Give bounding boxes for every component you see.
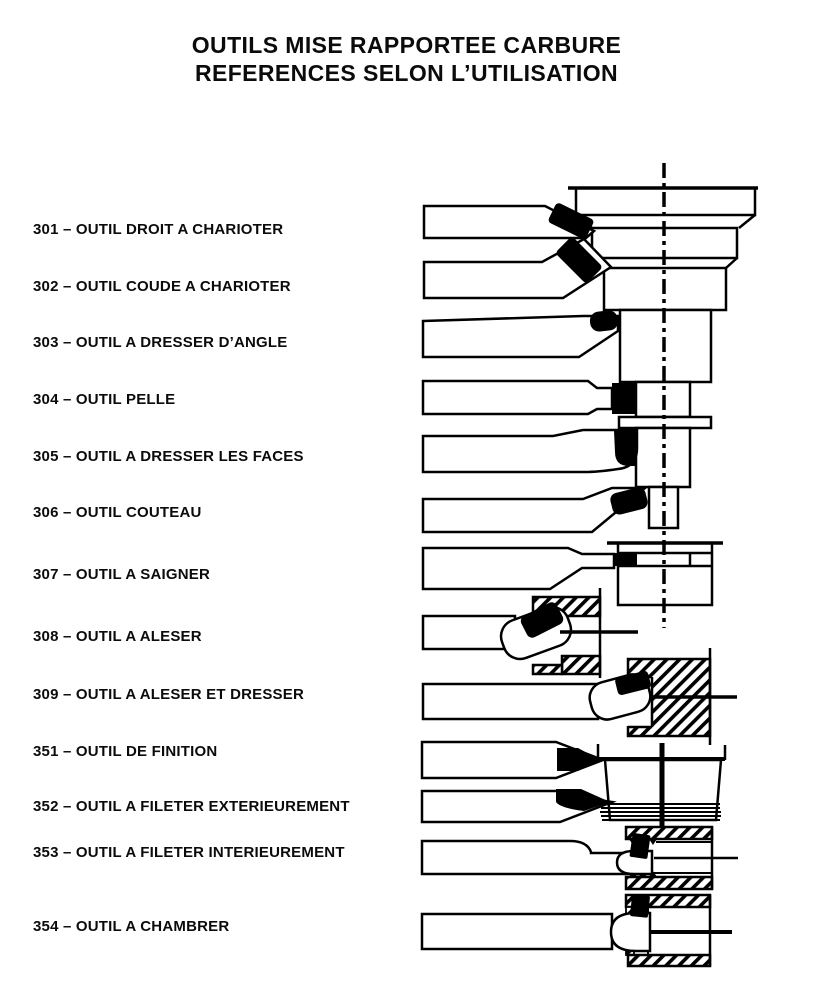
tool-label-305: 305 – OUTIL A DRESSER LES FACES [33, 448, 304, 465]
drawing-tool-303-dresser-angle [421, 310, 620, 359]
drawing-tool-304-pelle [421, 379, 636, 416]
drawing-tool-307-saigner [421, 546, 637, 591]
tool-label-353: 353 – OUTIL A FILETER INTERIEUREMENT [33, 844, 345, 861]
page-title-line1: OUTILS MISE RAPPORTEE CARBURE [191, 32, 622, 58]
tool-label-301: 301 – OUTIL DROIT A CHARIOTER [33, 221, 284, 238]
drawing-tool-305-dresser-faces [421, 428, 639, 474]
drawing-tool-352-fileter-ext [420, 789, 617, 824]
tool-label-303: 303 – OUTIL A DRESSER D’ANGLE [33, 334, 288, 351]
tool-label-304: 304 – OUTIL PELLE [33, 391, 176, 408]
tool-label-351: 351 – OUTIL DE FINITION [33, 743, 218, 760]
drawing-tool-302-coude-a-charioter [422, 237, 613, 300]
page-title: OUTILS MISE RAPPORTEE CARBURE REFERENCES… [0, 31, 813, 87]
tool-label-306: 306 – OUTIL COUTEAU [33, 504, 202, 521]
drawing-tool-308-aleser [421, 588, 638, 678]
page-title-line2: REFERENCES SELON L’UTILISATION [194, 60, 619, 86]
drawing-tool-354-chambrer [420, 893, 732, 968]
tool-label-352: 352 – OUTIL A FILETER EXTERIEUREMENT [33, 798, 350, 815]
tool-label-302: 302 – OUTIL COUDE A CHARIOTER [33, 278, 291, 295]
drawing-tool-306-couteau [421, 486, 649, 534]
tool-label-309: 309 – OUTIL A ALESER ET DRESSER [33, 686, 304, 703]
drawing-tool-353-fileter-int [420, 825, 738, 891]
drawing-tool-309-aleser-et-dresser [421, 648, 737, 745]
tool-label-307: 307 – OUTIL A SAIGNER [33, 566, 211, 583]
drawing-tool-301-droit-a-charioter [422, 203, 597, 240]
drawing-tool-351-finition [420, 740, 607, 780]
tool-label-354: 354 – OUTIL A CHAMBRER [33, 918, 230, 935]
tool-label-308: 308 – OUTIL A ALESER [33, 628, 202, 645]
